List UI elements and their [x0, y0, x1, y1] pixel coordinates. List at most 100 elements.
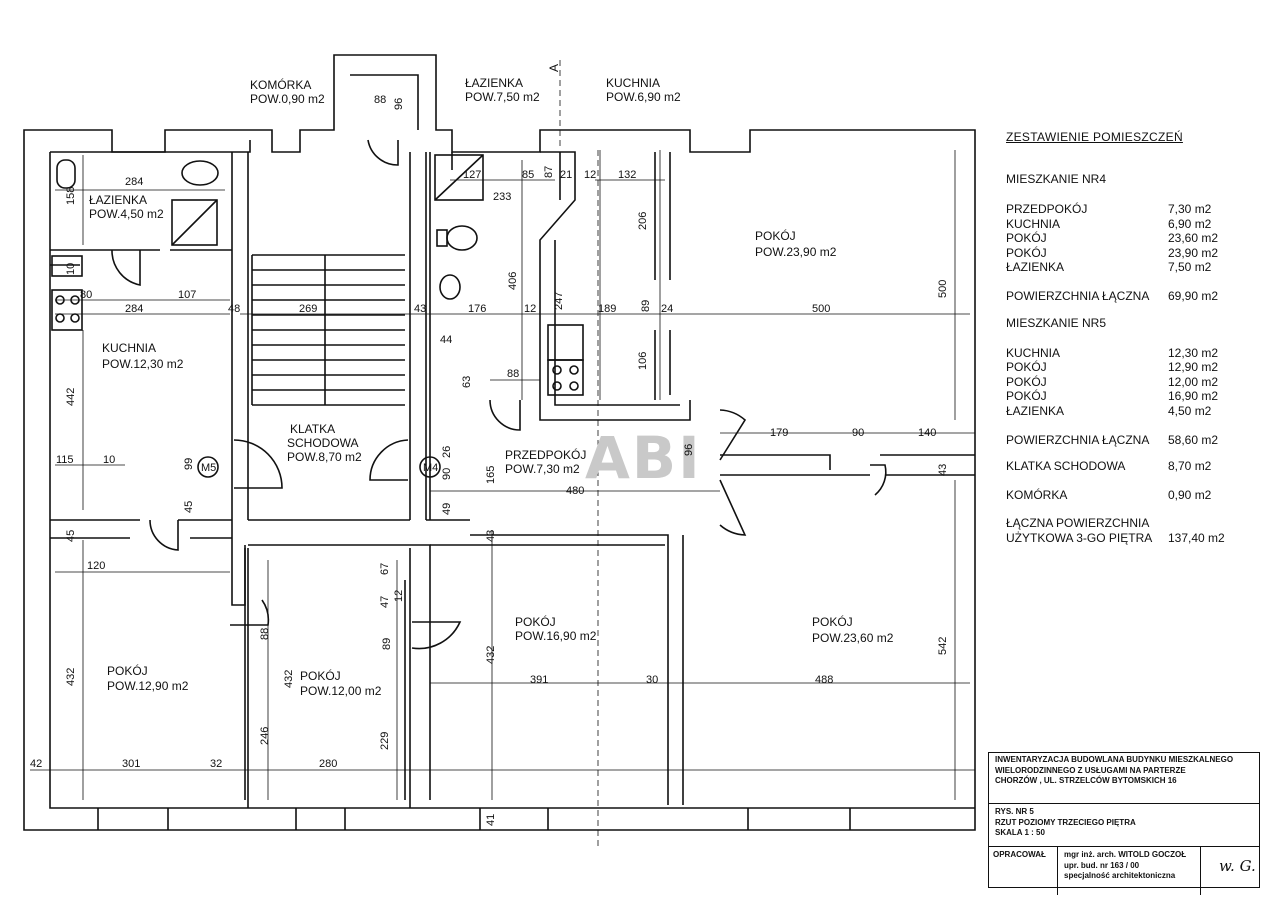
- dim: 49: [441, 503, 453, 515]
- dim: 229: [379, 732, 391, 750]
- dim: 301: [122, 758, 140, 770]
- section-marker: A: [547, 64, 561, 72]
- author-specialty: specjalność architektoniczna: [1064, 871, 1176, 880]
- dim: 246: [259, 727, 271, 745]
- dim: 90: [441, 468, 453, 480]
- dim: 115: [56, 454, 74, 466]
- signature: w. G.: [1219, 857, 1256, 875]
- pokoj-b2-area: POW.12,00 m2: [300, 684, 382, 698]
- dim: 432: [283, 670, 295, 688]
- kuchnia-top-name: KUCHNIA: [606, 76, 660, 90]
- dim: 284: [125, 303, 143, 315]
- dim: 10: [103, 454, 115, 466]
- pokoj-tr-area: POW.23,90 m2: [755, 245, 837, 259]
- dim: 90: [852, 427, 864, 439]
- dim: 176: [468, 303, 486, 315]
- dim: 132: [618, 169, 636, 181]
- kuchnia-top-area: POW.6,90 m2: [606, 90, 681, 104]
- dim: 10: [65, 263, 77, 275]
- dim: 120: [87, 560, 105, 572]
- title-block: INWENTARYZACJA BUDOWLANA BUDYNKU MIESZKA…: [988, 752, 1260, 895]
- pokoj-bl-name: POKÓJ: [107, 663, 148, 678]
- dim: 88: [374, 94, 386, 106]
- dim: 47: [379, 596, 391, 608]
- prepared-by-label: OPRACOWAŁ: [989, 847, 1058, 895]
- watermark: ABI: [585, 424, 702, 492]
- dim: 179: [770, 427, 788, 439]
- dim: 488: [815, 674, 833, 686]
- dim: 80: [80, 289, 92, 301]
- dim: 107: [178, 289, 196, 301]
- dim: 247: [553, 292, 565, 310]
- dim: 32: [210, 758, 222, 770]
- dim: 88: [259, 628, 271, 640]
- dim: 96: [393, 98, 405, 110]
- dim: 165: [485, 466, 497, 484]
- dim: 26: [441, 446, 453, 458]
- kuchnia-left-area: POW.12,30 m2: [102, 357, 184, 371]
- dim: 89: [381, 638, 393, 650]
- dim: 43: [414, 303, 426, 315]
- dim: 63: [461, 376, 473, 388]
- dim: 406: [507, 272, 519, 290]
- dim: 44: [440, 334, 452, 346]
- project-line-2: WIELORODZINNEGO Z USŁUGAMI NA PARTERZE: [995, 765, 1186, 775]
- dim: 88: [507, 368, 519, 380]
- dim: 85: [522, 169, 534, 181]
- dim: 45: [183, 501, 195, 513]
- dim: 140: [918, 427, 936, 439]
- przedpokoj-name: PRZEDPOKÓJ: [505, 447, 586, 462]
- dim: 269: [299, 303, 317, 315]
- dim: 30: [646, 674, 658, 686]
- dim: 12: [393, 590, 405, 602]
- dim: 158: [65, 187, 77, 205]
- dim: 280: [319, 758, 337, 770]
- kuchnia-left-name: KUCHNIA: [102, 341, 156, 355]
- dim: 442: [65, 388, 77, 406]
- pokoj-br-area: POW.23,60 m2: [812, 631, 894, 645]
- pokoj-br-name: POKÓJ: [812, 614, 853, 629]
- project-line-3: CHORZÓW , UL. STRZELCÓW BYTOMSKICH 16: [995, 776, 1177, 785]
- pokoj-tr-name: POKÓJ: [755, 228, 796, 243]
- dim: 480: [566, 485, 584, 497]
- pokoj-b3-name: POKÓJ: [515, 614, 556, 629]
- pokoj-b3-area: POW.16,90 m2: [515, 629, 597, 643]
- apt4-header: MIESZKANIE NR4: [1006, 172, 1107, 186]
- dim: 41: [485, 814, 497, 826]
- dim: 67: [379, 563, 391, 575]
- door-marker-m5: M5: [201, 462, 216, 474]
- dim: 87: [543, 166, 555, 178]
- lazienka-left-name: ŁAZIENKA: [89, 193, 147, 207]
- dim: 500: [937, 280, 949, 298]
- klatka-name-1: KLATKA: [290, 422, 335, 436]
- dim: 45: [65, 530, 77, 542]
- komorka-area: POW.0,90 m2: [250, 92, 325, 106]
- klatka-area: POW.8,70 m2: [287, 450, 362, 464]
- floor-plan: KOMÓRKA POW.0,90 m2 ŁAZIENKA POW.7,50 m2…: [23, 54, 976, 850]
- klatka-name-2: SCHODOWA: [287, 436, 359, 450]
- przedpokoj-area: POW.7,30 m2: [505, 462, 580, 476]
- dim: 48: [228, 303, 240, 315]
- dim: 21: [560, 169, 572, 181]
- pokoj-bl-area: POW.12,90 m2: [107, 679, 189, 693]
- schedule-title: ZESTAWIENIE POMIESZCZEŃ: [1006, 130, 1183, 144]
- dim: 391: [530, 674, 548, 686]
- dim: 89: [640, 300, 652, 312]
- dim: 189: [598, 303, 616, 315]
- dim: 43: [485, 530, 497, 542]
- komorka-name: KOMÓRKA: [250, 77, 311, 92]
- dim: 12: [584, 169, 596, 181]
